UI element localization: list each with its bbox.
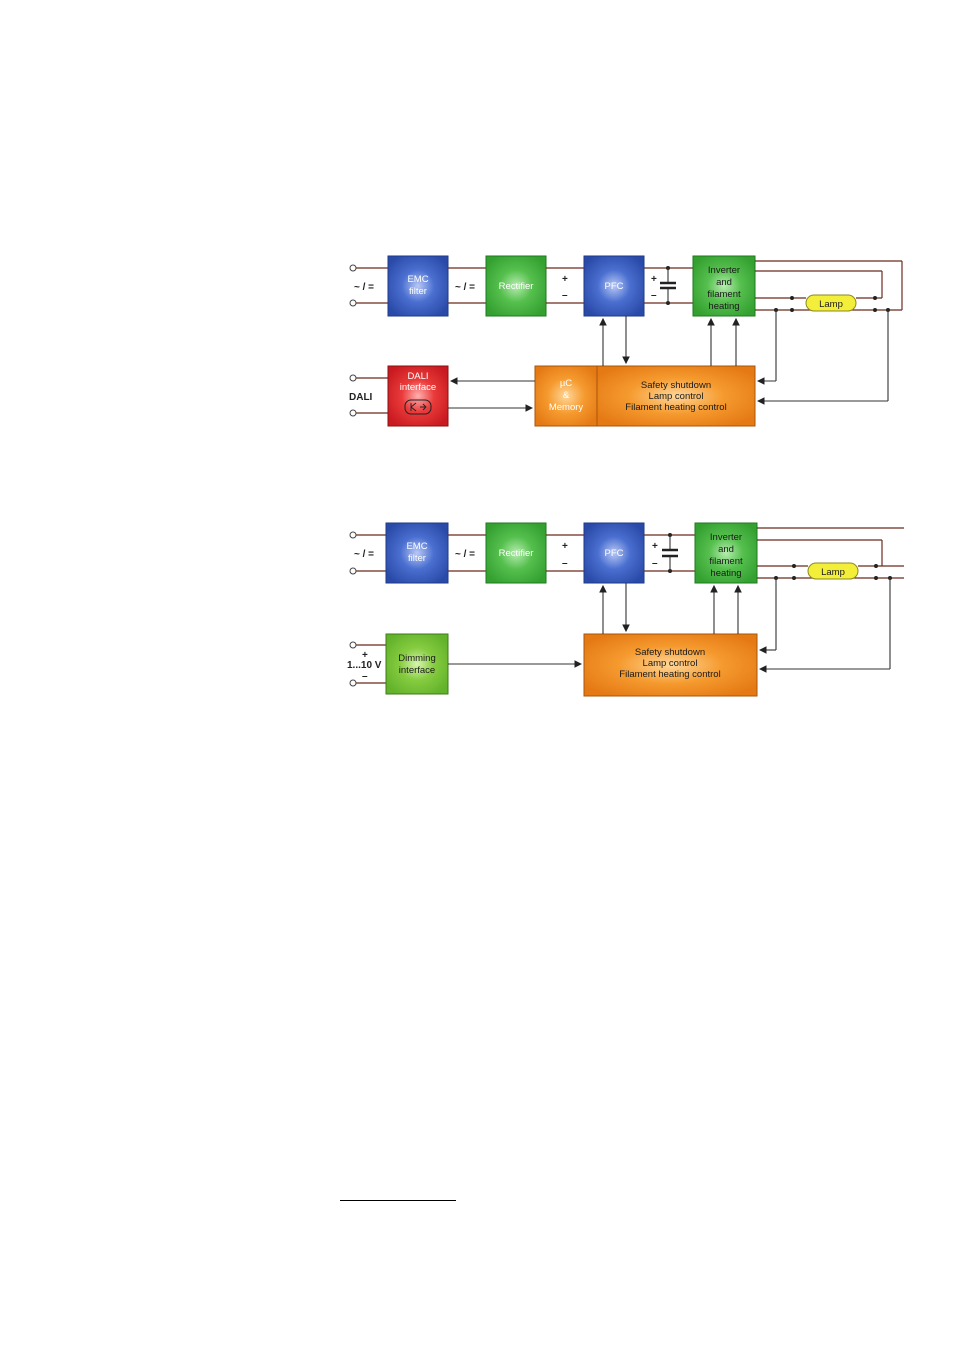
diagram-top: ~ / = EMC filter ~ / = Rectifier + – PFC…	[349, 255, 903, 427]
dali-interface-label-2: interface	[400, 382, 436, 393]
inverter-label-4-2: heating	[710, 568, 741, 579]
control-label-3-2: Filament heating control	[619, 669, 720, 680]
emc-filter-label-1: EMC	[407, 274, 428, 285]
dali-terminal-top	[349, 374, 357, 382]
lamp-block-2	[807, 562, 859, 580]
inverter-label-3: filament	[707, 289, 741, 300]
footnote-rule	[340, 1200, 456, 1201]
volt-terminal-top	[349, 641, 357, 649]
pfc-label-2: PFC	[605, 548, 624, 559]
control-block	[596, 365, 756, 427]
volt-terminal-bottom	[349, 679, 357, 687]
dali-interface-label-1: DALI	[407, 371, 428, 382]
rect-plus: +	[562, 274, 568, 285]
rect-minus-2: –	[562, 558, 568, 569]
cap-plus-2: +	[652, 541, 658, 552]
mid-symbol: ~ / =	[455, 282, 475, 293]
control-label-2: Lamp control	[649, 391, 704, 402]
rectifier-label-2: Rectifier	[499, 548, 534, 559]
input-symbol: ~ / =	[354, 282, 374, 293]
inverter-label-2-2: and	[718, 544, 734, 555]
dimming-interface-block	[385, 633, 449, 695]
input-terminal-top-2	[349, 531, 357, 539]
inverter-label-1: Inverter	[708, 265, 740, 276]
inverter-label-2: and	[716, 277, 732, 288]
inverter-label-4: heating	[708, 301, 739, 312]
rect-minus: –	[562, 290, 568, 301]
control-block-2	[583, 633, 758, 697]
inverter-block	[692, 255, 756, 317]
rect-plus-2: +	[562, 541, 568, 552]
lamp-block	[805, 294, 857, 312]
input-terminal-bottom-2	[349, 567, 357, 575]
volt-minus: –	[362, 671, 368, 682]
uc-label-3: Memory	[549, 402, 584, 413]
input-symbol-2: ~ / =	[354, 549, 374, 560]
emc-filter-label-2: filter	[409, 286, 427, 297]
pfc-label: PFC	[605, 281, 624, 292]
uc-label-2: &	[563, 390, 570, 401]
inverter-label-1-2: Inverter	[710, 532, 742, 543]
optocoupler-icon	[404, 399, 432, 415]
pfc-block-2	[583, 522, 645, 584]
pfc-block	[583, 255, 645, 317]
inverter-label-3-2: filament	[709, 556, 743, 567]
input-terminal-top	[349, 264, 357, 272]
cap-plus: +	[651, 274, 657, 285]
control-label-1: Safety shutdown	[641, 380, 711, 391]
uc-memory-block	[534, 365, 598, 427]
inverter-block-2	[694, 522, 758, 584]
mid-symbol-2: ~ / =	[455, 549, 475, 560]
input-terminal-bottom	[349, 299, 357, 307]
emc-filter-block	[387, 255, 449, 317]
emc-filter-block-2	[385, 522, 449, 584]
lamp-label: Lamp	[819, 299, 843, 310]
control-label-3: Filament heating control	[625, 402, 726, 413]
dali-label: DALI	[349, 392, 373, 403]
cap-minus: –	[651, 290, 657, 301]
control-label-1-2: Safety shutdown	[635, 647, 705, 658]
rectifier-block-2	[485, 522, 547, 584]
diagram-bottom: ~ / = EMC filter ~ / = Rectifier + – PFC…	[347, 522, 904, 697]
dimming-label-1: Dimming	[398, 653, 435, 664]
emc-filter-label-1-2: EMC	[406, 541, 427, 552]
volt-label: 1...10 V	[347, 660, 382, 671]
volt-plus: +	[362, 650, 368, 661]
control-label-2-2: Lamp control	[643, 658, 698, 669]
cap-minus-2: –	[652, 558, 658, 569]
dali-terminal-bottom	[349, 409, 357, 417]
dimming-label-2: interface	[399, 665, 435, 676]
rectifier-block	[485, 255, 547, 317]
lamp-label-2: Lamp	[821, 567, 845, 578]
rectifier-label: Rectifier	[499, 281, 534, 292]
dali-interface-block	[387, 365, 449, 427]
uc-label-1: µC	[560, 378, 572, 389]
emc-filter-label-2-2: filter	[408, 553, 426, 564]
